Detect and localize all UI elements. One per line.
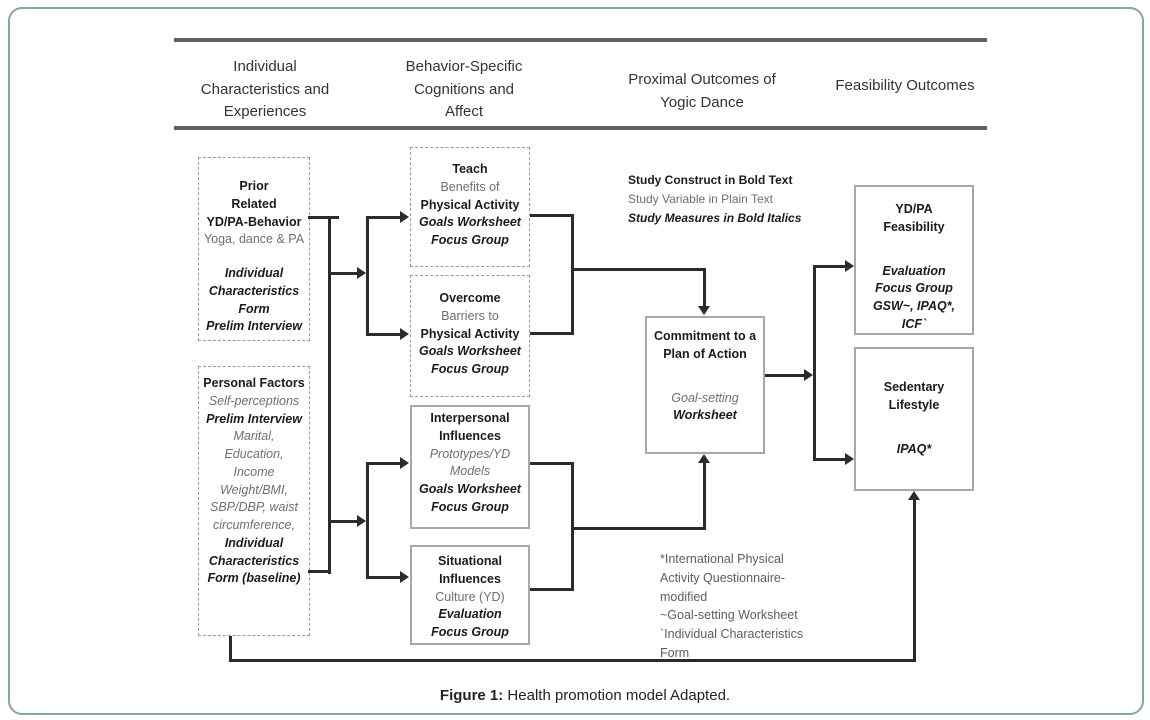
- situational-variable: Culture (YD): [435, 589, 505, 604]
- connector-to-interpersonal: [366, 462, 400, 465]
- legend-construct-line: Study Construct in Bold Text: [628, 173, 793, 187]
- personal-variable-2: Marital, Education, Income Weight/BMI, S…: [209, 429, 298, 532]
- connector-teach-out: [530, 214, 574, 217]
- connector-bracket-lower: [571, 462, 574, 591]
- connector-to-sedentary: [813, 458, 845, 461]
- prior-construct: Prior Related YD/PA-Behavior: [206, 179, 302, 229]
- legend-variable-line: Study Variable in Plain Text: [628, 192, 773, 207]
- connector-split-lower: [366, 462, 369, 579]
- connector-up-into-commitment: [703, 463, 706, 529]
- header-rule-bottom: [174, 126, 987, 130]
- sedentary-measures: IPAQ*: [896, 441, 932, 456]
- arrowhead-into-situational: [400, 571, 409, 583]
- connector-overcome-out: [530, 332, 574, 335]
- connector-prior-to-trunk: [308, 216, 339, 219]
- ydpa-construct: YD/PA Feasibility: [883, 202, 945, 234]
- overcome-measures: Goals Worksheet Focus Group: [419, 344, 521, 376]
- connector-personal-drop: [229, 636, 232, 662]
- teach-construct-top: Teach: [452, 162, 488, 176]
- figure-card: Individual Characteristics and Experienc…: [8, 7, 1144, 715]
- personal-variable-1: Self-perceptions: [208, 393, 300, 408]
- connector-to-overcome: [366, 333, 400, 336]
- connector-upper-to-commitment: [571, 268, 706, 271]
- connector-to-teach: [366, 216, 400, 219]
- connector-down-into-commitment: [703, 268, 706, 306]
- box-sedentary-lifestyle: Sedentary Lifestyle IPAQ*: [854, 347, 974, 491]
- footnote-abbreviations: *International Physical Activity Questio…: [660, 552, 804, 660]
- connector-feed-lower: [328, 520, 358, 523]
- personal-construct: Personal Factors: [203, 376, 305, 390]
- sedentary-construct: Sedentary Lifestyle: [883, 380, 945, 412]
- arrowhead-into-commitment-top: [698, 306, 710, 315]
- arrowhead-into-sedentary-bottom: [908, 491, 920, 500]
- connector-commitment-out: [765, 374, 805, 377]
- box-interpersonal-influences: Interpersonal Influences Prototypes/YD M…: [410, 405, 530, 529]
- box-commitment-plan: Commitment to a Plan of Action Goal-sett…: [645, 316, 765, 454]
- figure-caption: Figure 1: Health promotion model Adapted…: [10, 687, 1150, 704]
- commitment-construct: Commitment to a Plan of Action: [653, 329, 757, 361]
- arrowhead-into-interpersonal: [400, 457, 409, 469]
- commitment-variable: Goal-setting: [671, 390, 739, 405]
- connector-split-upper: [366, 216, 369, 336]
- situational-construct: Situational Influences: [438, 554, 502, 586]
- connector-situational-out: [530, 588, 574, 591]
- arrowhead-feed-right: [804, 369, 813, 381]
- personal-measures: Individual Characteristics Form (baselin…: [207, 535, 301, 586]
- box-teach-benefits: Teach Benefits of Physical Activity Goal…: [410, 147, 530, 267]
- header-rule-top: [174, 38, 987, 42]
- arrowhead-feed-lower: [357, 515, 366, 527]
- column-header-feasibility-outcomes: Feasibility Outcomes: [835, 77, 975, 94]
- figure-caption-text: Health promotion model Adapted.: [503, 687, 731, 704]
- teach-measures: Goals Worksheet Focus Group: [419, 215, 521, 247]
- interpersonal-variable: Prototypes/YD Models: [429, 446, 511, 479]
- connector-to-ydpa: [813, 265, 845, 268]
- prior-variable: Yoga, dance & PA: [203, 232, 305, 247]
- connector-personal-to-trunk: [308, 570, 331, 573]
- style-legend: Study Construct in Bold Text Study Varia…: [628, 171, 801, 229]
- connector-trunk-vertical: [328, 216, 331, 574]
- connector-bottom-rise: [913, 500, 916, 662]
- box-personal-factors: Personal Factors Self-perceptions Prelim…: [198, 366, 310, 636]
- legend-measures-line: Study Measures in Bold Italics: [628, 211, 802, 226]
- overcome-construct-top: Overcome: [439, 291, 501, 305]
- arrowhead-into-overcome: [400, 328, 409, 340]
- interpersonal-construct: Interpersonal Influences: [430, 411, 510, 443]
- personal-measure-1: Prelim Interview: [206, 411, 302, 426]
- overcome-construct-bottom: Physical Activity: [420, 326, 520, 341]
- box-prior-related-behavior: Prior Related YD/PA-Behavior Yoga, dance…: [198, 157, 310, 341]
- teach-variable: Benefits of: [440, 179, 500, 194]
- prior-measures: Individual Characteristics Form Prelim I…: [206, 266, 302, 334]
- box-ydpa-feasibility: YD/PA Feasibility Evaluation Focus Group…: [854, 185, 974, 335]
- box-situational-influences: Situational Influences Culture (YD) Eval…: [410, 545, 530, 645]
- connector-lower-to-commitment: [571, 527, 706, 530]
- arrowhead-into-commitment-bottom: [698, 454, 710, 463]
- connector-split-right: [813, 265, 816, 461]
- arrowhead-into-teach: [400, 211, 409, 223]
- connector-interpersonal-out: [530, 462, 574, 465]
- teach-construct-bottom: Physical Activity: [420, 197, 520, 212]
- connector-feed-upper: [328, 272, 358, 275]
- ydpa-measures: Evaluation Focus Group GSW~, IPAQ*, ICF`: [872, 263, 956, 331]
- arrowhead-into-sedentary: [845, 453, 854, 465]
- box-overcome-barriers: Overcome Barriers to Physical Activity G…: [410, 275, 530, 397]
- situational-measures: Evaluation Focus Group: [431, 607, 509, 639]
- commitment-measures: Worksheet: [673, 408, 737, 423]
- interpersonal-measures: Goals Worksheet Focus Group: [419, 482, 521, 514]
- connector-bracket-upper: [571, 214, 574, 335]
- arrowhead-feed-upper: [357, 267, 366, 279]
- column-header-behavior-specific: Behavior-Specific Cognitions and Affect: [405, 58, 523, 120]
- connector-bottom-run: [229, 659, 916, 662]
- column-header-proximal-outcomes: Proximal Outcomes of Yogic Dance: [628, 71, 776, 111]
- overcome-variable: Barriers to: [441, 308, 499, 323]
- connector-to-situational: [366, 576, 400, 579]
- column-header-individual-characteristics: Individual Characteristics and Experienc…: [200, 58, 330, 120]
- arrowhead-into-ydpa: [845, 260, 854, 272]
- figure-caption-label: Figure 1:: [439, 687, 504, 704]
